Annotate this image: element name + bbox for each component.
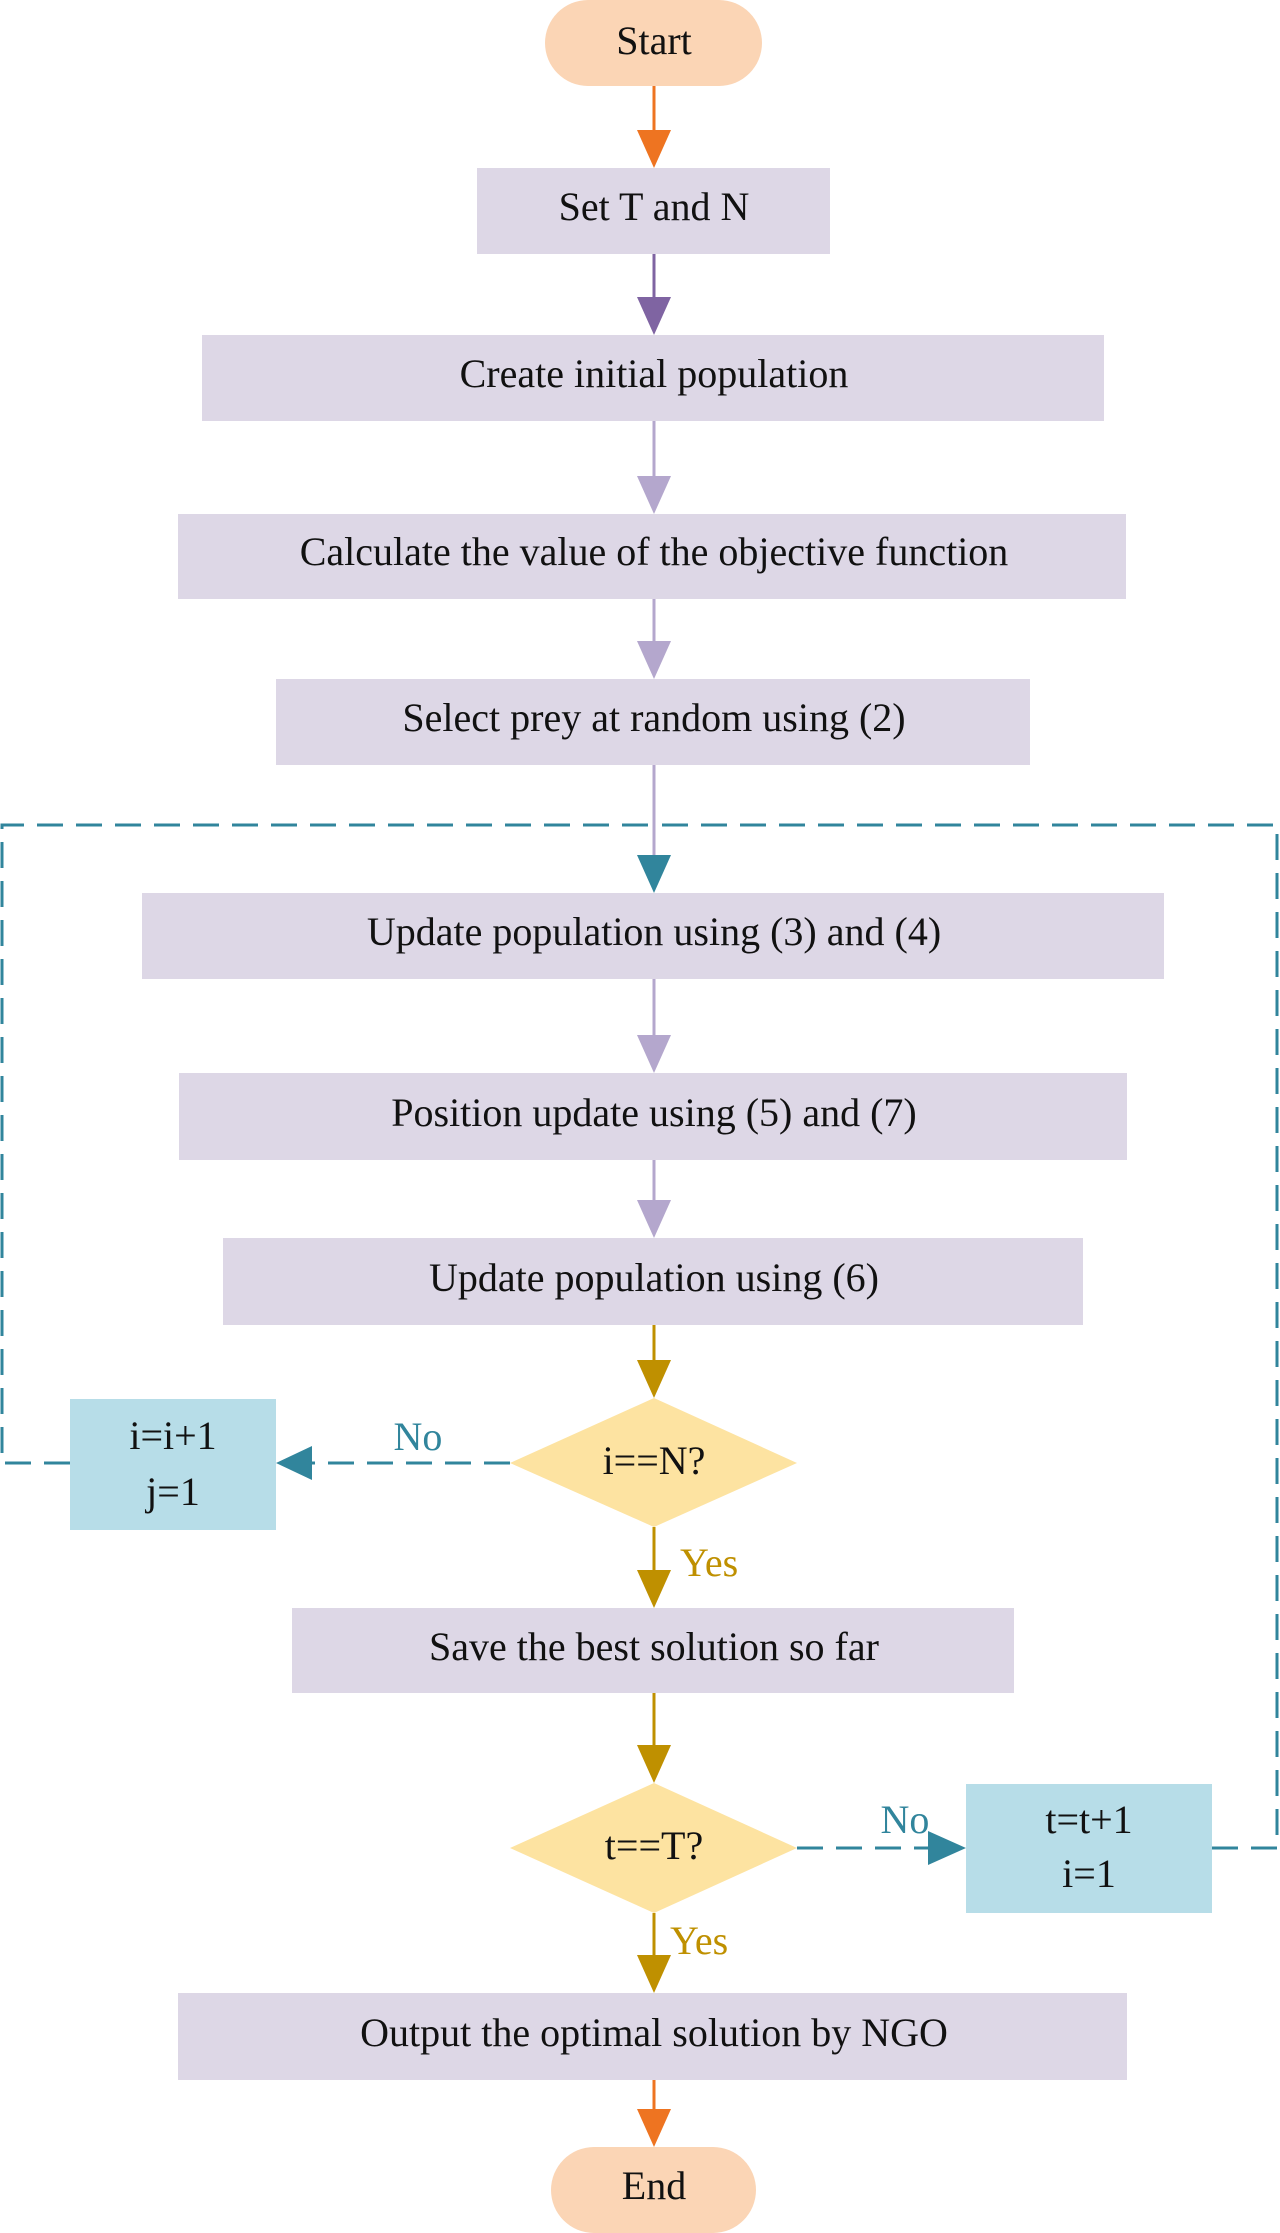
update-population-3-4-label: Update population using (3) and (4): [367, 909, 941, 954]
check-t-label: t==T?: [605, 1823, 703, 1868]
set-t-and-n-label: Set T and N: [559, 184, 750, 229]
update-population-6-label: Update population using (6): [429, 1255, 879, 1300]
increment-t-line1: t=t+1: [1045, 1797, 1132, 1842]
node-increment-t: t=t+1 i=1: [966, 1784, 1212, 1913]
process-calc-shape: [178, 514, 1126, 599]
process-update6-shape: [223, 1238, 1083, 1325]
arrowhead-check-t-yes: [637, 1955, 671, 1993]
node-position-update: Position update using (5) and (7): [179, 1073, 1127, 1160]
edge-label-i-no: No: [394, 1414, 443, 1459]
node-check-t: t==T?: [510, 1783, 797, 1913]
edges: [0, 86, 1279, 2147]
end-label: End: [622, 2163, 686, 2208]
output-label: Output the optimal solution by NGO: [360, 2010, 948, 2055]
arrowhead-set-to-create: [637, 297, 671, 335]
arrowhead-calc-to-select: [637, 641, 671, 679]
arrowhead-output-to-end: [637, 2109, 671, 2147]
process-save-shape: [292, 1608, 1014, 1693]
check-i-label: i==N?: [603, 1438, 706, 1483]
node-update-population-3-4: Update population using (3) and (4): [142, 893, 1164, 979]
process-select-shape: [276, 679, 1030, 765]
increment-i-line2: j=1: [144, 1469, 200, 1514]
increment-i-line1: i=i+1: [129, 1413, 216, 1458]
process-position-shape: [179, 1073, 1127, 1160]
create-population-label: Create initial population: [460, 351, 849, 396]
increment-t-line2: i=1: [1062, 1851, 1116, 1896]
node-increment-i: i=i+1 j=1: [70, 1399, 276, 1530]
edge-label-t-yes: Yes: [670, 1918, 728, 1963]
node-select-prey: Select prey at random using (2): [276, 679, 1030, 765]
arrowhead-create-to-calc: [637, 476, 671, 514]
calculate-objective-label: Calculate the value of the objective fun…: [300, 529, 1009, 574]
terminal-end-shape: [551, 2147, 756, 2233]
node-set-t-and-n: Set T and N: [477, 168, 830, 254]
node-update-population-6: Update population using (6): [223, 1238, 1083, 1325]
edge-label-i-yes: Yes: [680, 1540, 738, 1585]
save-best-label: Save the best solution so far: [429, 1624, 879, 1669]
edge-inc-i-loop: [0, 823, 654, 1465]
process-create-shape: [202, 335, 1104, 421]
process-update34-shape: [142, 893, 1164, 979]
process-output-shape: [178, 1993, 1127, 2080]
node-start: Start: [545, 0, 762, 86]
decision-check-t-shape: [510, 1783, 797, 1913]
arrowhead-select-to-update34: [637, 855, 671, 893]
decision-check-i-shape: [510, 1398, 797, 1527]
process-set-shape: [477, 168, 830, 254]
arrowhead-save-to-check-t: [637, 1745, 671, 1783]
select-prey-label: Select prey at random using (2): [402, 695, 905, 740]
counter-inc-i-shape: [70, 1399, 276, 1530]
arrowhead-position-to-update6: [637, 1200, 671, 1238]
arrowhead-check-i-no: [276, 1446, 312, 1480]
position-update-label: Position update using (5) and (7): [391, 1090, 917, 1135]
counter-inc-t-shape: [966, 1784, 1212, 1913]
node-create-population: Create initial population: [202, 335, 1104, 421]
start-label: Start: [616, 18, 692, 63]
arrowhead-start-to-set: [637, 130, 671, 168]
node-output: Output the optimal solution by NGO: [178, 1993, 1127, 2080]
edge-label-t-no: No: [881, 1797, 930, 1842]
node-end: End: [551, 2147, 756, 2233]
arrowhead-update34-to-position: [637, 1035, 671, 1073]
arrowhead-check-t-no: [928, 1831, 966, 1865]
arrowhead-update6-to-check-i: [637, 1360, 671, 1398]
node-check-i: i==N?: [510, 1398, 797, 1527]
node-save-best: Save the best solution so far: [292, 1608, 1014, 1693]
terminal-start-shape: [545, 0, 762, 86]
node-calculate-objective: Calculate the value of the objective fun…: [178, 514, 1126, 599]
arrowhead-check-i-yes: [637, 1570, 671, 1608]
